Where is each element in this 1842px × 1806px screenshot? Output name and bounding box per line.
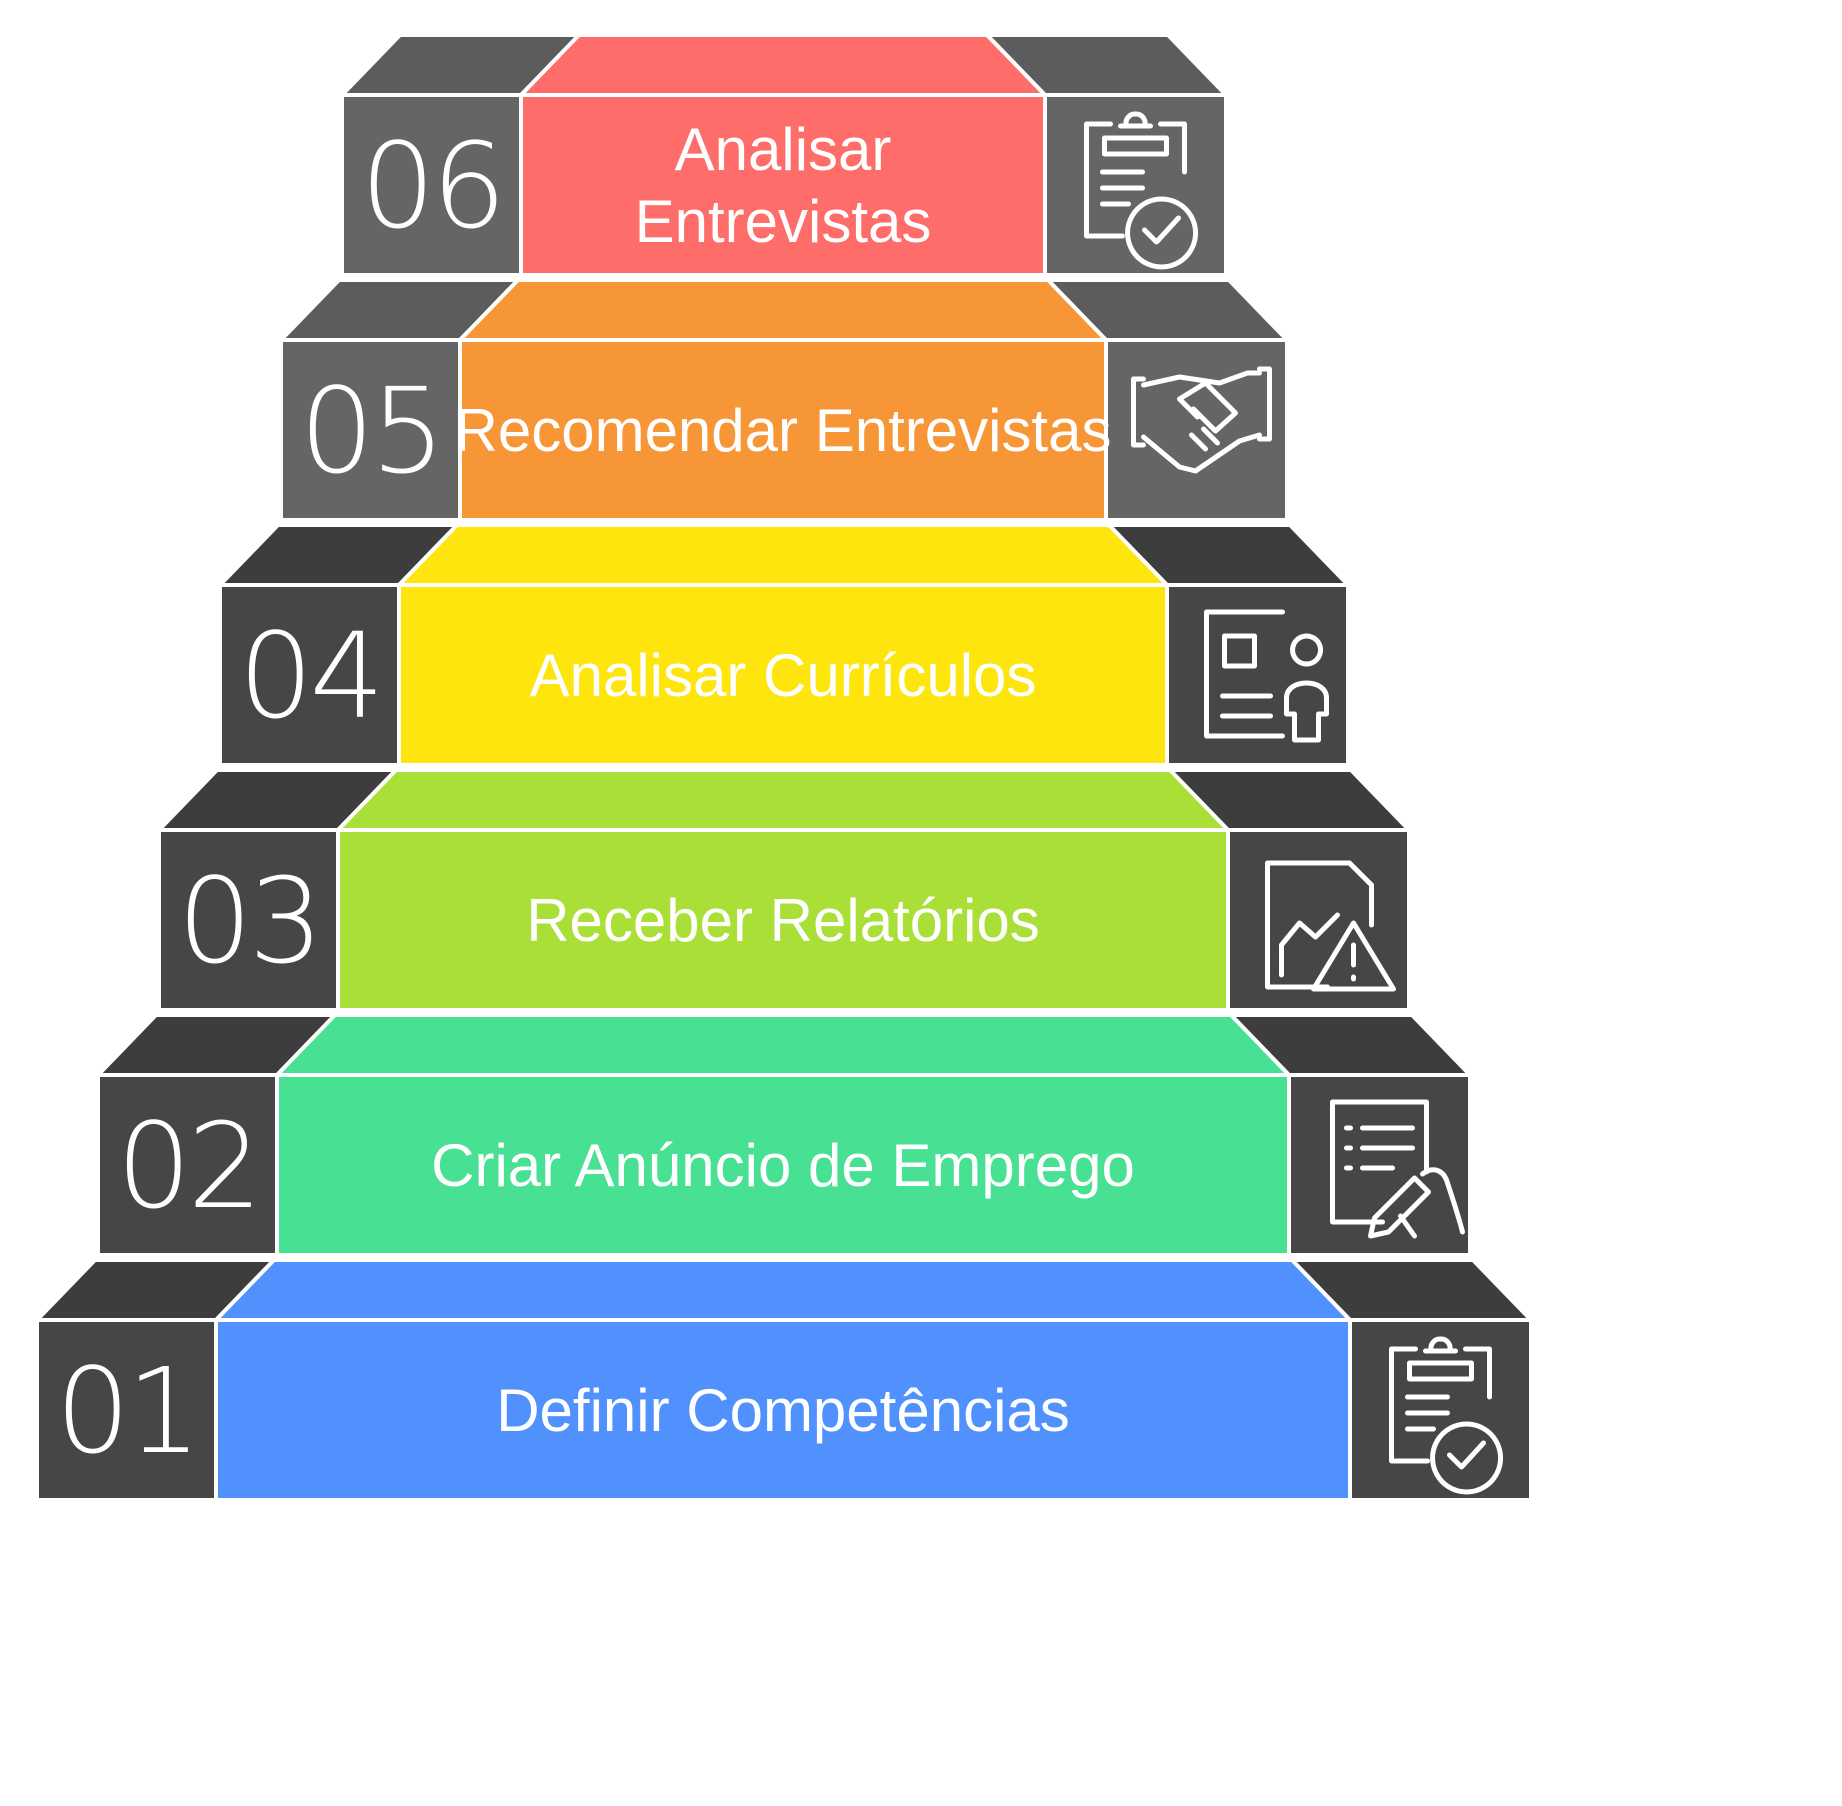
number-box [35,1318,218,1502]
handshake-icon [1131,366,1272,474]
step-panel [275,1073,1291,1257]
step-label: Analisar Currículos [530,642,1037,709]
step-top-center [214,1258,1352,1322]
step-number: 04 [238,607,380,745]
number-box [218,583,401,767]
step-03: 03 Receber Relatórios [157,768,1411,1012]
step-top-center [458,278,1108,342]
clipboard-check-icon [1084,111,1199,270]
step-number: 06 [360,117,502,255]
number-box [157,828,340,1012]
document-signing-icon [1330,1099,1465,1239]
step-number: 03 [177,852,319,990]
step-top-center [275,1013,1291,1077]
step-panel [214,1318,1352,1502]
step-label: Receber Relatórios [526,887,1040,954]
icon-box [1287,1073,1472,1257]
step-panel [397,583,1169,767]
step-number: 02 [116,1097,258,1235]
step-02: 02 Criar Anúncio de Emprego [96,1013,1472,1257]
step-label: Definir Competências [496,1377,1070,1444]
icon-box [1104,338,1289,522]
clipboard-check-icon [1389,1336,1504,1495]
step-label: Criar Anúncio de Emprego [431,1132,1135,1199]
step-number: 01 [55,1342,197,1480]
step-label: Entrevistas [635,188,932,255]
number-box [279,338,462,522]
icon-box [1043,93,1228,277]
number-box [340,93,523,277]
resume-profile-icon [1204,609,1329,743]
step-label: Recomendar Entrevistas [455,397,1112,464]
icon-box [1348,1318,1533,1502]
step-top-center [397,523,1169,587]
step-panel [458,338,1108,522]
step-01: 01 Definir Competências [35,1258,1533,1502]
step-panel [336,828,1230,1012]
step-04: 04 Analisar Currículos [218,523,1350,767]
step-label: Analisar [675,116,892,183]
number-box [96,1073,279,1257]
report-warning-icon [1265,860,1396,992]
step-number: 05 [299,362,441,500]
step-top-center [336,768,1230,832]
step-top-center [519,33,1047,97]
